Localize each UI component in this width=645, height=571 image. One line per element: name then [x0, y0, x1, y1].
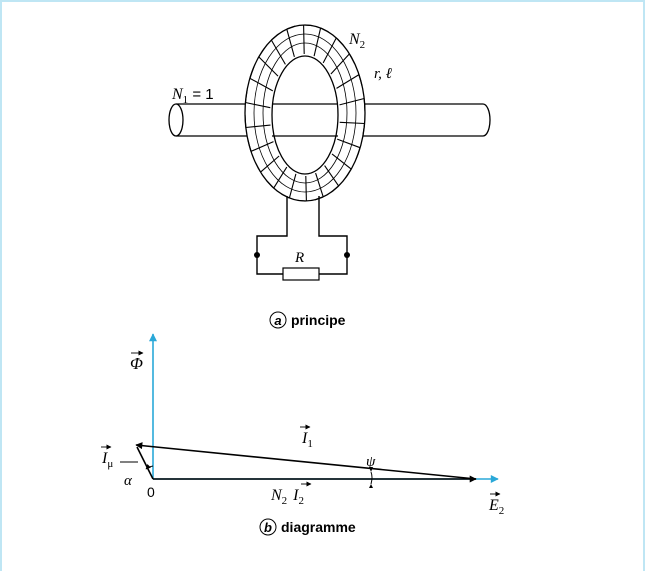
n1-label: N1 = 1 — [171, 86, 214, 106]
winding-turn — [258, 56, 279, 77]
winding-turn — [331, 153, 352, 170]
phi-label: Φ — [130, 350, 144, 373]
resistor — [282, 267, 320, 281]
frame-top-border — [0, 0, 645, 2]
winding-turn — [245, 101, 271, 109]
winding-turn — [322, 37, 337, 64]
resistor-circuit — [254, 196, 350, 281]
psi-arc — [370, 471, 373, 485]
conductor-through-hole — [272, 103, 338, 137]
svg-text:I1: I1 — [301, 430, 313, 450]
winding-link — [286, 25, 296, 30]
n2-label: N2 — [348, 31, 365, 51]
winding-turn — [339, 97, 365, 106]
winding-link — [297, 199, 307, 202]
svg-text:b: b — [264, 520, 272, 535]
resistor-label: R — [294, 250, 304, 266]
winding-link — [244, 114, 247, 128]
winding-link — [344, 168, 352, 179]
winding-link — [254, 162, 262, 173]
caption-b: b diagramme — [259, 518, 356, 536]
winding-link — [330, 185, 339, 193]
origin-label: 0 — [147, 484, 155, 500]
winding-turn — [337, 138, 361, 149]
winding-turn — [303, 24, 305, 55]
terminal-left — [254, 252, 260, 258]
svg-text:a: a — [274, 313, 281, 328]
winding-link — [249, 66, 255, 79]
svg-text:Iμ: Iμ — [101, 450, 113, 470]
psi-label: ψ — [366, 454, 376, 470]
frame-left-border — [0, 0, 2, 571]
svg-text:E2: E2 — [488, 497, 504, 517]
winding-turn — [330, 53, 350, 75]
winding-turn — [324, 165, 340, 187]
winding-turn — [260, 155, 280, 173]
winding-link — [266, 180, 275, 189]
i1-vector — [135, 442, 477, 480]
winding-link — [244, 90, 248, 103]
frame-right-border — [643, 0, 645, 571]
toroid-core — [244, 24, 366, 202]
imu-label: Iμ — [101, 444, 138, 470]
winding-turn — [273, 166, 288, 189]
winding-link — [363, 98, 366, 112]
winding-turn — [336, 74, 360, 89]
winding-link — [303, 24, 313, 27]
winding-link — [362, 123, 366, 136]
imu-vector — [136, 446, 154, 480]
winding-link — [271, 33, 280, 41]
winding-turn — [288, 173, 297, 199]
e2-label: E2 — [488, 491, 504, 517]
winding-turn — [315, 172, 324, 197]
winding-turn — [286, 29, 295, 58]
winding-turn — [249, 77, 274, 92]
winding-turn — [250, 141, 274, 152]
caption-a: a principe — [269, 311, 346, 329]
winding-link — [358, 74, 363, 87]
i1-label: I1 — [300, 424, 313, 450]
alpha-arc — [145, 464, 154, 470]
alpha-label: α — [124, 473, 133, 489]
winding-link — [348, 53, 356, 64]
terminal-right — [344, 252, 350, 258]
winding-link — [258, 47, 266, 58]
winding-turn — [245, 124, 271, 129]
secondary-winding — [244, 24, 366, 202]
svg-text:principe: principe — [291, 312, 346, 328]
winding-turn — [270, 39, 286, 65]
svg-text:diagramme: diagramme — [281, 519, 356, 535]
winding-link — [281, 193, 290, 199]
winding-turn — [313, 27, 322, 57]
winding-turn — [305, 175, 307, 202]
winding-link — [335, 37, 344, 46]
winding-link — [247, 139, 252, 152]
diagram-a-principe: N1 = 1 N2 r, ℓ R a principe — [168, 24, 491, 329]
svg-text:Φ: Φ — [130, 354, 143, 373]
r-l-label: r, ℓ — [374, 66, 392, 82]
winding-link — [320, 27, 329, 33]
winding-turn — [339, 121, 365, 125]
winding-link — [355, 147, 361, 160]
